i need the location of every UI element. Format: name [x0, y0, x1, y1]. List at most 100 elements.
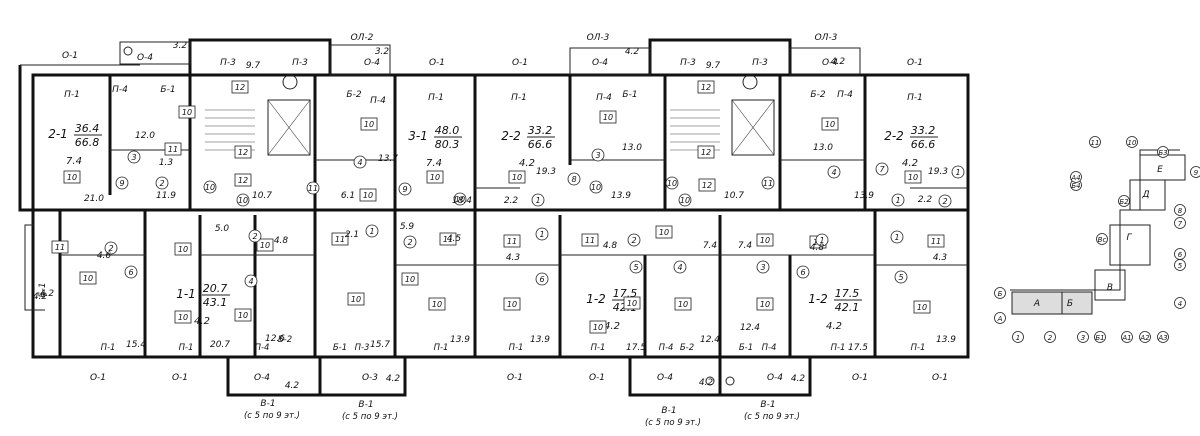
- room-tag-27-frame: [655, 225, 673, 239]
- window-w10: П-4: [596, 93, 612, 103]
- balcony-b20: О-1: [852, 373, 868, 383]
- area-r50: 4.2: [699, 378, 714, 388]
- room-tag-19: 10: [238, 311, 248, 320]
- door-marker-circle: [403, 235, 417, 249]
- door-marker: 1: [539, 230, 544, 239]
- room-tag-8-frame: [426, 170, 444, 184]
- balcony-b16: О-1: [507, 373, 523, 383]
- bottom-window-bw13: П-4: [762, 343, 777, 353]
- area-r12: 19.3: [928, 167, 948, 177]
- room-tag-21-frame: [347, 292, 365, 306]
- door-marker: 10: [455, 195, 465, 204]
- apartment-total-area-a7: 42.1: [835, 301, 860, 314]
- area-r24: 4.8: [274, 236, 289, 246]
- room-tag-29: 10: [678, 300, 688, 309]
- area-r7: 12.0: [135, 131, 155, 141]
- apartment-balcony-area-a6: 4.2: [604, 321, 620, 332]
- door-marker: 5: [898, 273, 903, 282]
- window-w12: П-3: [680, 58, 696, 68]
- door-marker: 1: [955, 168, 960, 177]
- area-r26: 5.9: [400, 222, 415, 232]
- bottom-window-bw12: Б-1: [739, 343, 753, 353]
- area-r34: 4.3: [933, 253, 948, 263]
- area-r21: 13.9: [854, 191, 874, 201]
- door-marker-circle: [365, 224, 379, 238]
- key-axis-marker-circle: [1121, 331, 1133, 343]
- door-marker: 3: [760, 263, 765, 272]
- door-marker: 6: [128, 268, 133, 277]
- room-tag-34-frame: [927, 234, 945, 248]
- room-tag-20-frame: [256, 238, 274, 252]
- area-r1: 3.2: [173, 41, 188, 51]
- key-axis-marker-circle: [1044, 331, 1056, 343]
- door-marker: 1: [369, 227, 374, 236]
- apartment-balcony-area-a5: 4.2: [194, 316, 210, 327]
- door-marker: 9: [402, 185, 407, 194]
- area-r25: 2.1: [345, 230, 359, 240]
- room-tag-9-frame: [508, 170, 526, 184]
- window-w8: П-1: [428, 93, 444, 103]
- door-marker-circle: [531, 193, 545, 207]
- door-marker-circle: [203, 180, 217, 194]
- door-marker-circle: [104, 241, 118, 255]
- bottom-window-bw15: П-1: [911, 343, 926, 353]
- door-marker-circle: [589, 180, 603, 194]
- door-marker: 6: [539, 275, 544, 284]
- room-tag-36: 11: [335, 235, 345, 244]
- balcony-b1: О-1: [62, 51, 78, 61]
- key-axis-marker: 11: [1091, 139, 1100, 147]
- door-marker: 1: [894, 233, 899, 242]
- entrance-note-e1: (с 5 по 9 эт.): [244, 411, 300, 421]
- room-tag-12: 12: [701, 148, 711, 157]
- area-r10: 13.0: [813, 143, 833, 153]
- key-axis-marker: А3: [1157, 334, 1167, 342]
- door-marker-circle: [756, 260, 770, 274]
- entrance-label-e2: В-1: [358, 400, 373, 410]
- window-w7: П-4: [370, 96, 386, 106]
- door-marker-circle: [567, 172, 581, 186]
- room-tag-6: 10: [364, 120, 374, 129]
- apartment-balcony-area-a7: 4.2: [826, 321, 842, 332]
- room-tag-28: 10: [593, 323, 603, 332]
- balcony-b11: О-1: [907, 58, 923, 68]
- room-tag-16-frame: [51, 240, 69, 254]
- key-axis-marker: Б2: [1119, 198, 1129, 206]
- door-marker: 1: [535, 196, 540, 205]
- entrance-note-e2: (с 5 по 9 эт.): [342, 412, 398, 422]
- area-r28: 4.8: [603, 241, 618, 251]
- balcony-b7: ОЛ-3: [587, 33, 610, 43]
- room-tag-23: 10: [432, 300, 442, 309]
- apartment-living-area-a4: 33.2: [911, 124, 936, 137]
- key-axis-marker: 7: [1178, 220, 1183, 228]
- area-r41: 17.5: [626, 343, 646, 353]
- side-balcony-label: Б-1: [38, 282, 48, 297]
- area-r22: 2.2: [918, 195, 933, 205]
- bottom-window-bw10: П-4: [659, 343, 674, 353]
- area-r51: 4.2: [791, 374, 806, 384]
- key-axis-marker: 6: [1178, 251, 1183, 259]
- balcony-b18: О-4: [657, 373, 673, 383]
- balcony-b13: О-1: [172, 373, 188, 383]
- apartment-living-area-a1: 36.4: [75, 122, 100, 135]
- door-marker: 7: [879, 165, 885, 174]
- area-r48: 4.2: [285, 381, 300, 391]
- apartment-total-area-a4: 66.6: [911, 138, 936, 151]
- door-marker: 2: [942, 197, 947, 206]
- key-axis-marker: 10: [1128, 139, 1137, 147]
- door-marker-circle: [796, 265, 810, 279]
- door-marker-circle: [115, 176, 129, 190]
- bottom-window-bw6: П-3: [355, 343, 370, 353]
- area-r8: 13.7: [378, 154, 398, 164]
- door-marker: 11: [763, 179, 773, 188]
- apartment-type-a3: 2-2: [501, 129, 521, 143]
- room-tag-6-frame: [360, 117, 378, 131]
- room-tag-33-frame: [913, 300, 931, 314]
- key-axis-marker: 5: [1178, 262, 1183, 270]
- area-r18: 2.2: [504, 196, 519, 206]
- door-marker-circle: [891, 193, 905, 207]
- room-tag-11-frame: [697, 80, 715, 94]
- room-tag-13-frame: [698, 178, 716, 192]
- key-axis-marker-circle: [1096, 233, 1108, 245]
- apartment-type-a6: 1-2: [586, 292, 606, 306]
